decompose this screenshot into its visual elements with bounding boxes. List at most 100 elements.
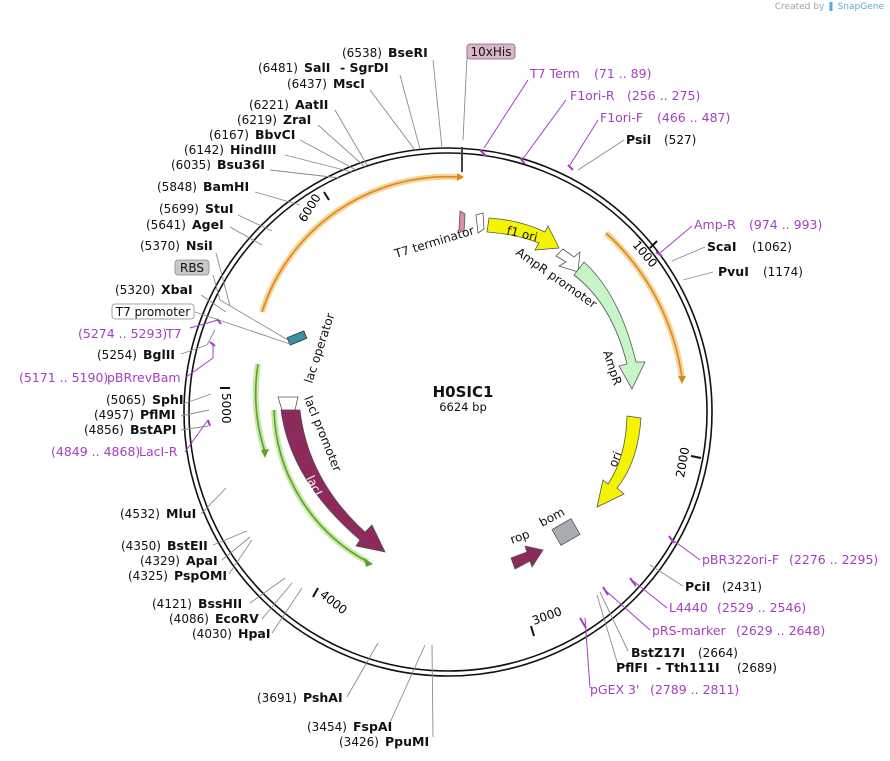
nsii-pos: (5370) bbox=[140, 239, 180, 253]
t7term-range: (71 .. 89) bbox=[594, 66, 651, 81]
tick-label-6000: 6000 bbox=[296, 191, 324, 224]
f1orir-name: F1ori-R bbox=[570, 88, 615, 103]
lead-sali bbox=[399, 74, 421, 150]
t7p-range: (5274 .. 5293) bbox=[78, 326, 167, 341]
lead-prs bbox=[604, 589, 651, 631]
lead-t7prom bbox=[194, 311, 291, 345]
ori-arrow bbox=[596, 415, 642, 508]
rop-arrow bbox=[510, 545, 544, 570]
lead-mlui bbox=[200, 487, 227, 515]
apai-pos: (4329) bbox=[140, 554, 180, 568]
green-arc-short bbox=[254, 363, 266, 453]
tick-label-3000: 3000 bbox=[530, 604, 563, 628]
tick-label-4000: 4000 bbox=[317, 587, 350, 617]
bom-shape bbox=[551, 518, 581, 546]
f1orif-range: (466 .. 487) bbox=[657, 110, 730, 125]
sali-name: SalI bbox=[304, 60, 330, 75]
msci-pos: (6437) bbox=[287, 77, 327, 91]
rbs-badge bbox=[174, 259, 210, 276]
credit-brand: SnapGene bbox=[837, 2, 884, 12]
sphi-pos: (5065) bbox=[106, 393, 146, 407]
his-tag-badge bbox=[466, 43, 516, 60]
lead-agei bbox=[229, 226, 263, 246]
primer-mark-amprp bbox=[655, 251, 663, 257]
lead-his bbox=[462, 56, 468, 141]
lead-nsii bbox=[215, 252, 231, 307]
mlui-name: MluI bbox=[166, 506, 196, 521]
lead-f1orif bbox=[569, 119, 599, 166]
fspai-pos: (3454) bbox=[307, 720, 347, 734]
pflmi-name: PflMI bbox=[140, 407, 176, 422]
bamhi-name: BamHI bbox=[203, 179, 249, 194]
seri-pos: (6538) bbox=[342, 46, 382, 60]
lead-hindiii bbox=[284, 154, 353, 173]
pspomi-pos: (4325) bbox=[128, 569, 168, 583]
laci-promoter-arrow bbox=[277, 396, 299, 411]
ecorv-pos: (4086) bbox=[169, 612, 209, 626]
pbrrev-range: (5171 .. 5190) bbox=[19, 370, 108, 385]
bbvci-pos: (6167) bbox=[209, 128, 249, 142]
ppumi-pos: (3426) bbox=[339, 735, 379, 749]
tick-1000 bbox=[649, 240, 658, 249]
bglii-pos: (5254) bbox=[97, 348, 137, 362]
pshai-pos: (3691) bbox=[257, 691, 297, 705]
pflfi-pos: (2689) bbox=[737, 661, 777, 675]
lead-ecorv bbox=[261, 582, 293, 620]
hindiii-pos: (6142) bbox=[184, 143, 224, 157]
t7-terminator-label: T7 terminator bbox=[392, 223, 476, 261]
laci-arrow bbox=[280, 409, 386, 553]
pspomi-name: PspOMI bbox=[174, 568, 227, 583]
pshai-name: PshAI bbox=[303, 690, 343, 705]
pflfi-extra: - Tth111I bbox=[656, 660, 720, 675]
bglii-name: BglII bbox=[143, 347, 175, 362]
l4440-name: L4440 bbox=[669, 600, 708, 615]
lead-pshai bbox=[346, 642, 379, 698]
agei-name: AgeI bbox=[192, 217, 224, 232]
t7-promoter-badge bbox=[111, 303, 195, 320]
snapgene-logo-icon: ❚ bbox=[827, 2, 835, 12]
lead-bglii bbox=[180, 329, 216, 355]
pflmi-pos: (4957) bbox=[94, 408, 134, 422]
seri-name: BseRI bbox=[388, 45, 428, 60]
f1-ori-arrow bbox=[486, 217, 560, 251]
lead-aatii bbox=[334, 109, 368, 166]
lead-bstz bbox=[599, 591, 629, 652]
lead-psii bbox=[577, 139, 625, 171]
psii-pos: (527) bbox=[664, 133, 696, 147]
xbai-name: XbaI bbox=[161, 282, 193, 297]
hpai-pos: (4030) bbox=[192, 627, 232, 641]
plasmid-length: 6624 bp bbox=[439, 400, 487, 414]
lead-xbai bbox=[200, 294, 227, 313]
bsteii-name: BstEII bbox=[167, 538, 208, 553]
zrai-name: ZraI bbox=[283, 112, 311, 127]
tick-label-2000: 2000 bbox=[673, 446, 692, 479]
backbone-inner bbox=[188, 152, 708, 672]
orange-arc-left-arrow bbox=[457, 173, 464, 181]
orange-arc-left bbox=[261, 175, 459, 313]
primer-mark-pbrrev bbox=[209, 341, 216, 347]
bsteii-pos: (4350) bbox=[121, 539, 161, 553]
lead-apai bbox=[221, 536, 251, 561]
bbvci-name: BbvCI bbox=[255, 127, 295, 142]
lead-l4440 bbox=[631, 579, 668, 609]
lead-t7term bbox=[483, 79, 529, 149]
lead-pflfi bbox=[596, 594, 619, 666]
pbrrev-name: pBRrevBam bbox=[107, 370, 181, 385]
mlui-pos: (4532) bbox=[120, 507, 160, 521]
hindiii-name: HindIII bbox=[230, 142, 277, 157]
f1orir-range: (256 .. 275) bbox=[627, 88, 700, 103]
green-arcs bbox=[252, 363, 373, 567]
pvui-name: PvuI bbox=[718, 264, 749, 279]
bstz-name: BstZ17I bbox=[631, 645, 685, 660]
pgex-name: pGEX 3' bbox=[590, 682, 639, 697]
prs-name: pRS-marker bbox=[652, 623, 727, 638]
lead-f1orir bbox=[521, 99, 567, 161]
lead-stui bbox=[237, 214, 273, 232]
leaders-left bbox=[180, 56, 468, 738]
msci-name: MscI bbox=[333, 76, 365, 91]
sali-pos: (6481) bbox=[258, 61, 298, 75]
ppumi-name: PpuMI bbox=[385, 734, 429, 749]
lead-scai bbox=[671, 246, 706, 262]
lacir-range: (4849 .. 4868) bbox=[51, 444, 140, 459]
t7term-name: T7 Term bbox=[529, 66, 580, 81]
